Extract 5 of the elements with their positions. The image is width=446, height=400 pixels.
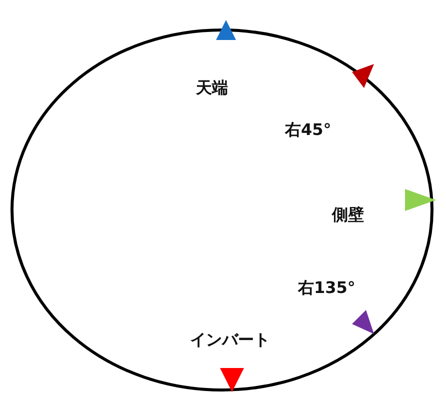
position-label: インバート (190, 330, 270, 350)
position-label: 天端 (196, 78, 228, 98)
position-label: 側壁 (332, 205, 364, 225)
position-label: 右45° (285, 120, 332, 140)
position-label: 右135° (298, 278, 356, 298)
